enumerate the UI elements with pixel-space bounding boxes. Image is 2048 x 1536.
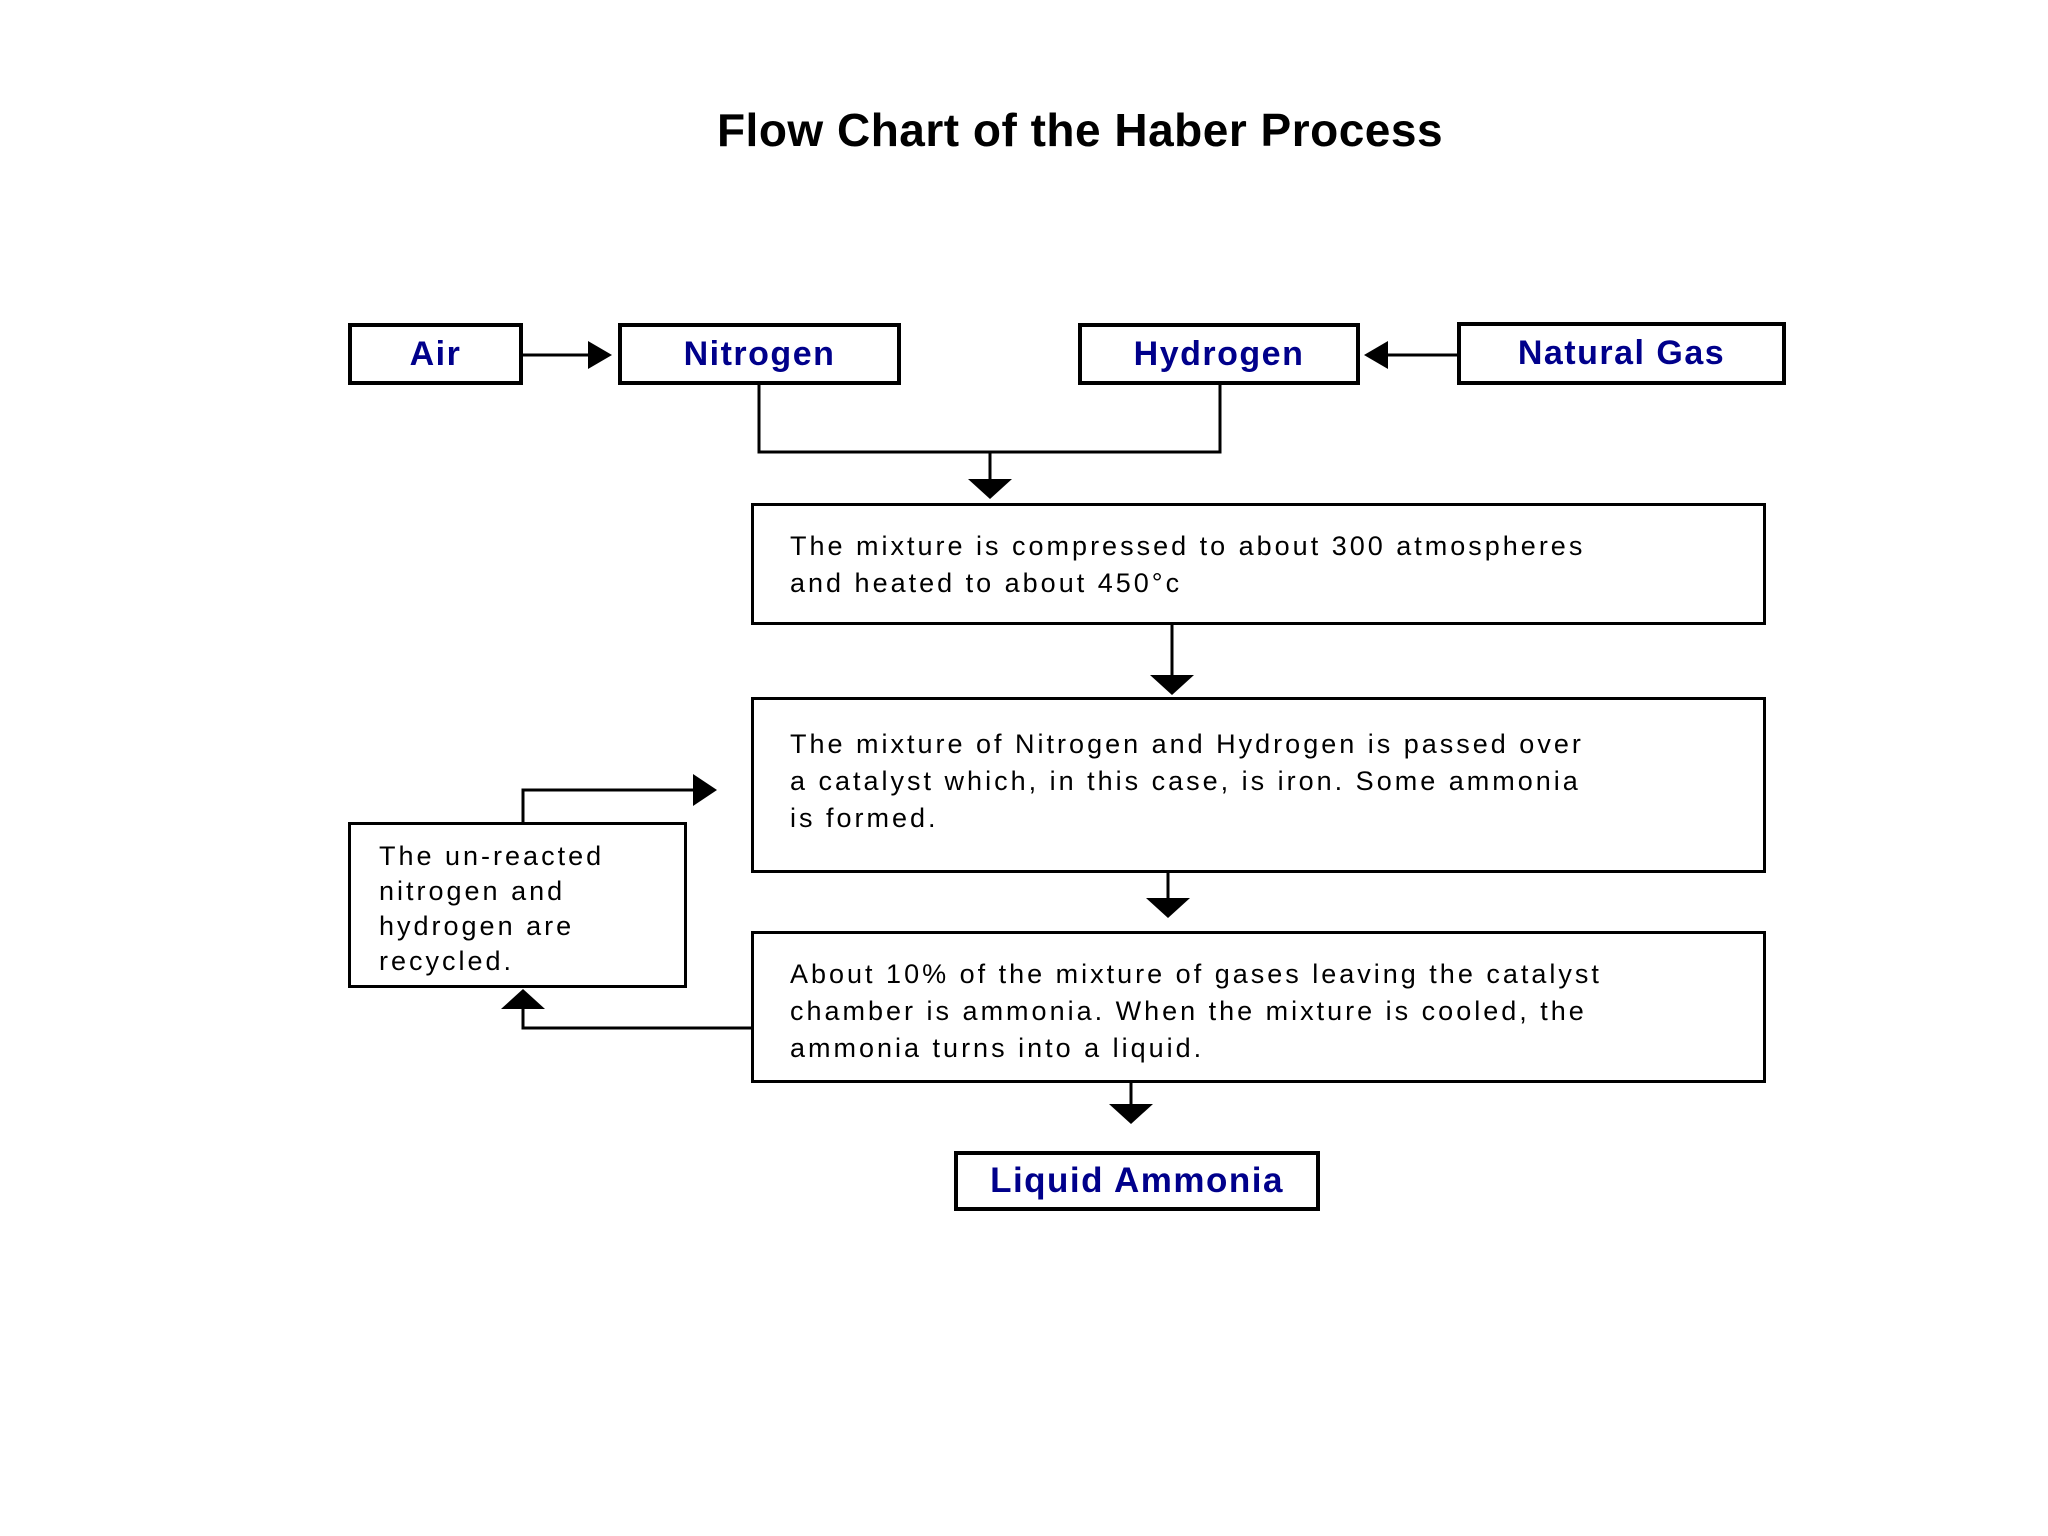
node-hydrogen: Hydrogen	[1078, 323, 1360, 385]
recycle-in-connector	[521, 1008, 751, 1030]
node-hydrogen-label: Hydrogen	[1133, 334, 1305, 373]
node-air: Air	[348, 323, 523, 385]
node-nitrogen-label: Nitrogen	[683, 334, 836, 373]
node-natural-gas: Natural Gas	[1457, 322, 1786, 385]
arrow-down-icon	[1109, 1104, 1153, 1124]
node-liquid-ammonia-label: Liquid Ammonia	[990, 1161, 1284, 1200]
process-text-line: ammonia turns into a liquid.	[790, 1033, 1205, 1063]
node-compression-step: The mixture is compressed to about 300 a…	[751, 503, 1766, 625]
node-nitrogen: Nitrogen	[618, 323, 901, 385]
arrow-down-icon	[968, 479, 1012, 499]
process-text-line: a catalyst which, in this case, is iron.…	[790, 766, 1581, 796]
process-text-line: is formed.	[790, 803, 939, 833]
process-text-line: The un-reacted	[379, 841, 605, 871]
process-text-line: About 10% of the mixture of gases leavin…	[790, 959, 1602, 989]
process-text-line: The mixture is compressed to about 300 a…	[790, 531, 1586, 561]
process-text-line: and heated to about 450°c	[790, 568, 1183, 598]
node-liquid-ammonia: Liquid Ammonia	[954, 1151, 1320, 1211]
process-text-line: nitrogen and	[379, 876, 566, 906]
process-text-line: recycled.	[379, 946, 515, 976]
node-recycle-note: The un-reacted nitrogen and hydrogen are…	[348, 822, 687, 988]
page-title: Flow Chart of the Haber Process	[716, 104, 1444, 156]
node-catalyst-step: The mixture of Nitrogen and Hydrogen is …	[751, 697, 1766, 873]
arrow-right-icon	[693, 774, 717, 806]
recycle-out-connector	[521, 788, 694, 822]
arrow-down-icon	[1150, 675, 1194, 695]
merge-connector	[757, 385, 1222, 454]
process-text-line: The mixture of Nitrogen and Hydrogen is …	[790, 729, 1584, 759]
arrow-left-icon	[1364, 341, 1388, 369]
arrow-right-icon	[588, 341, 612, 369]
node-cooling-step: About 10% of the mixture of gases leavin…	[751, 931, 1766, 1083]
node-natural-gas-label: Natural Gas	[1517, 334, 1726, 372]
arrow-down-icon	[1146, 898, 1190, 918]
process-text-line: hydrogen are	[379, 911, 575, 941]
arrow-up-icon	[501, 989, 545, 1009]
node-air-label: Air	[409, 334, 462, 373]
process-text-line: chamber is ammonia. When the mixture is …	[790, 996, 1587, 1026]
